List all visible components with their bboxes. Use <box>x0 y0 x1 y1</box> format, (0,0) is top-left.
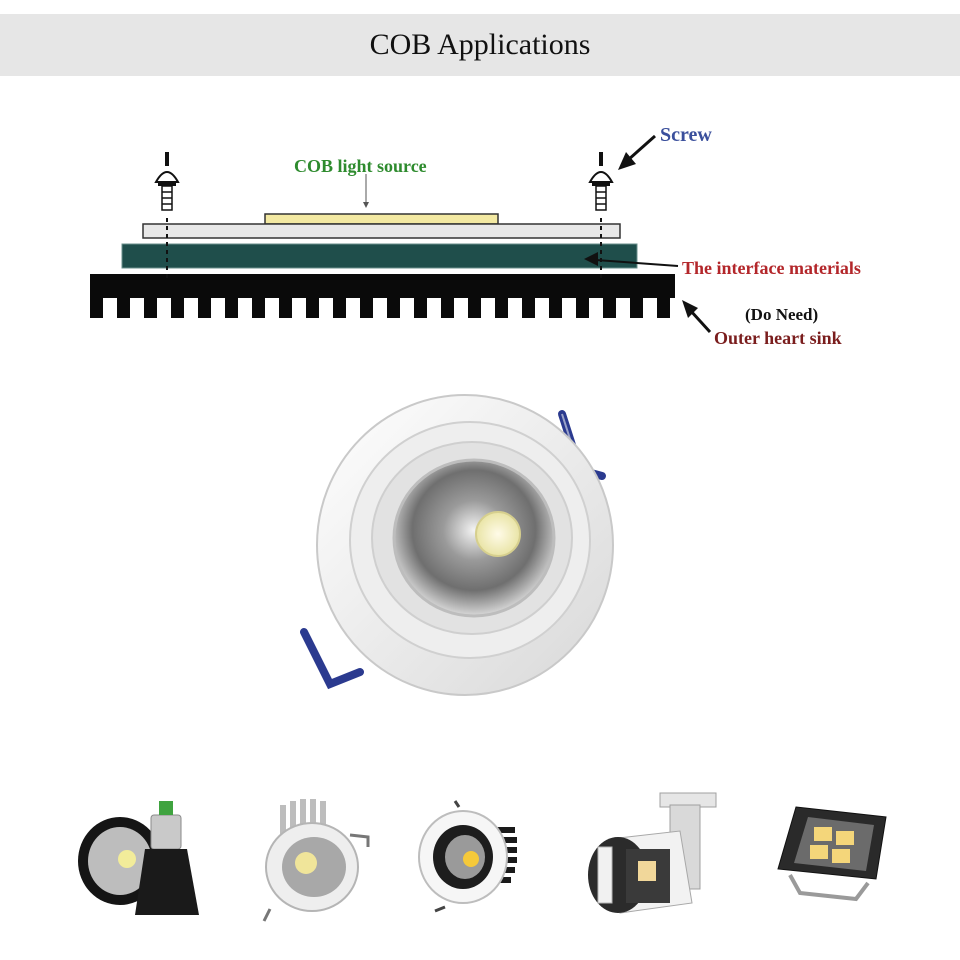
heat-sink-arrow-icon <box>682 300 712 334</box>
heat-sink-fin <box>657 290 670 318</box>
heat-sink-fin <box>198 290 211 318</box>
heat-sink-fin <box>144 290 157 318</box>
heat-sink-fin <box>630 290 643 318</box>
heat-sink-fin <box>90 290 103 318</box>
track-light-icon <box>588 792 717 914</box>
do-need-label: (Do Need) <box>745 305 819 324</box>
heat-sink-fin <box>549 290 562 318</box>
product-track-light <box>580 775 730 935</box>
heat-sink-body <box>90 274 675 292</box>
heat-sink-fin <box>495 290 508 318</box>
product-gallery <box>60 775 920 935</box>
cob-downlight-icon <box>418 800 517 913</box>
heat-sink-fin <box>603 290 616 318</box>
screw-label: Screw <box>660 124 712 146</box>
right-screw-icon <box>588 152 614 278</box>
downlight-icon <box>300 394 614 696</box>
title-bar: COB Applications <box>0 14 960 76</box>
heat-sink-fin <box>333 290 346 318</box>
heat-sink-fin <box>252 290 265 318</box>
outer-heat-sink-label: Outer heart sink <box>714 328 842 348</box>
heat-sink-fin-teeth <box>90 290 670 318</box>
screw-arrow-icon <box>618 134 656 170</box>
heat-sink-fins <box>90 290 675 298</box>
mr16-spotlight-icon <box>78 801 199 915</box>
heat-sink-fin <box>306 290 319 318</box>
heat-sink-fin <box>225 290 238 318</box>
heat-sink-fin <box>522 290 535 318</box>
heat-sink-fin <box>117 290 130 318</box>
interface-layer <box>121 243 638 269</box>
interface-materials-label: The interface materials <box>682 258 861 278</box>
heat-sink-fin <box>279 290 292 318</box>
substrate-plate <box>142 223 621 239</box>
heat-sink-fin <box>360 290 373 318</box>
product-cob-downlight <box>415 775 530 935</box>
cob-installation-diagram: COB light source Screw The interface mat… <box>0 90 960 360</box>
floodlight-icon <box>777 806 887 902</box>
left-screw-icon <box>154 152 180 278</box>
downlight-product-image <box>290 380 650 720</box>
interface-arrow-icon <box>584 252 679 267</box>
product-mr16-spotlight <box>75 775 220 935</box>
page-title: COB Applications <box>369 28 591 61</box>
heat-sink-fin <box>387 290 400 318</box>
heat-sink-fin <box>441 290 454 318</box>
product-floodlight <box>770 775 920 935</box>
heat-sink-fin <box>468 290 481 318</box>
heat-sink-fin <box>414 290 427 318</box>
diagram-drawing <box>90 134 712 334</box>
cob-light-strip <box>264 213 499 225</box>
heat-sink-fin <box>171 290 184 318</box>
product-recessed-spotlight <box>250 775 380 935</box>
cob-light-source-label: COB light source <box>294 156 427 176</box>
recessed-spotlight-icon <box>262 799 370 922</box>
heat-sink-fin <box>576 290 589 318</box>
